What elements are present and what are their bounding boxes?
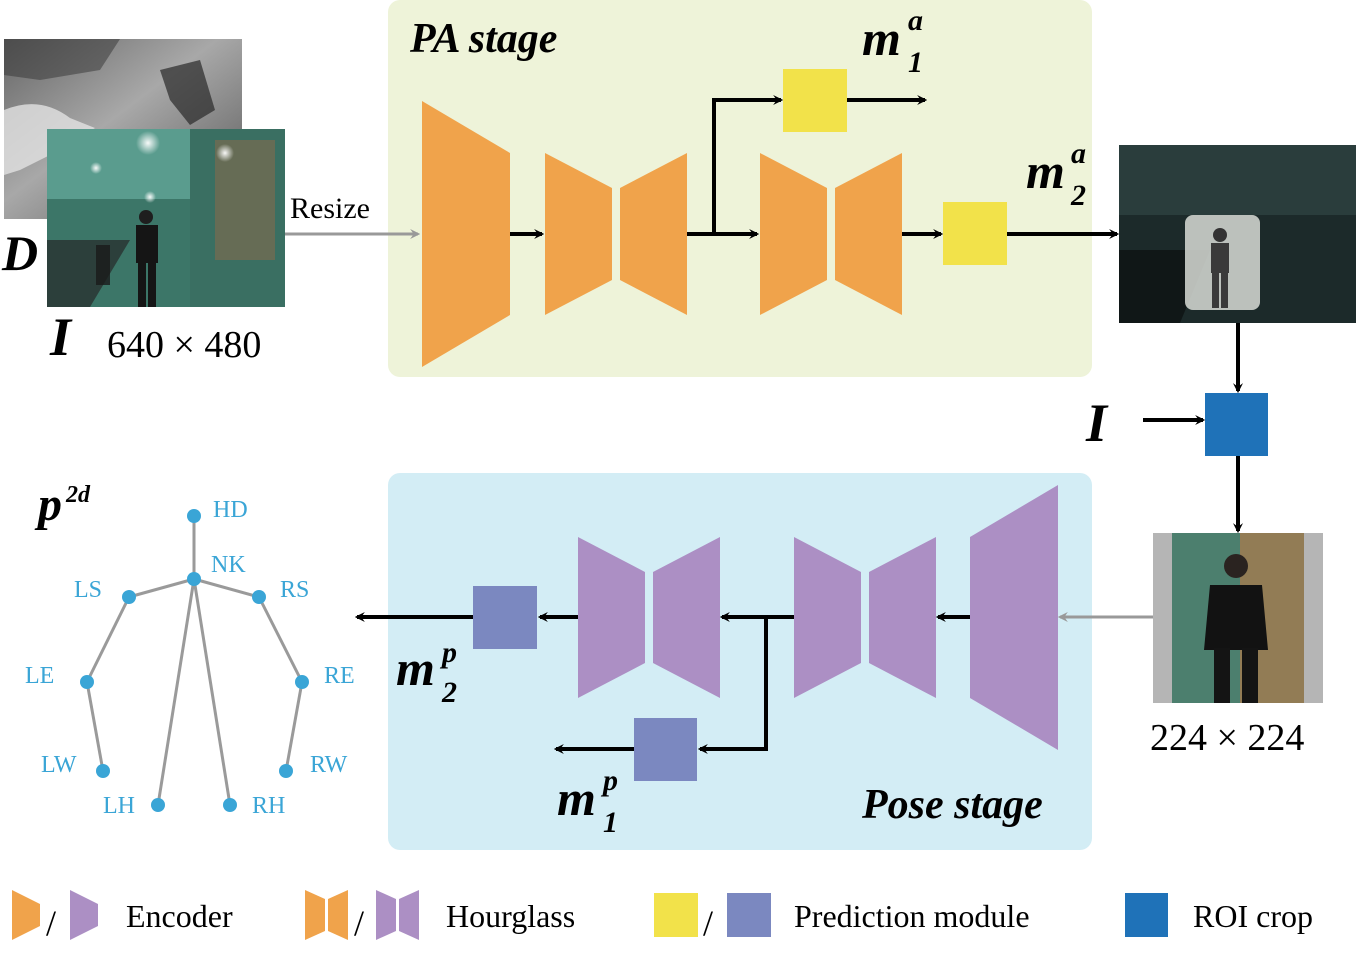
legend-hourglass-orange-right — [328, 890, 348, 940]
legend-hourglass-orange-left — [305, 890, 325, 940]
svg-text:p: p — [439, 636, 457, 669]
pa-stage-title: PA stage — [409, 16, 557, 62]
legend-hourglass-purple-left — [376, 890, 396, 940]
svg-text:1: 1 — [603, 806, 618, 839]
joint-label-rh: RH — [252, 793, 285, 819]
skeleton-joints — [80, 509, 309, 812]
p2d-label: p 2d — [34, 478, 91, 531]
legend-encoder-purple — [70, 890, 98, 940]
joint-lh — [151, 798, 165, 812]
svg-text:/: / — [703, 903, 713, 943]
joint-label-lw: LW — [41, 752, 77, 778]
joint-label-le: LE — [25, 663, 54, 689]
attention-map-image — [1119, 145, 1356, 323]
joint-ls — [122, 590, 136, 604]
joint-re — [295, 675, 309, 689]
skeleton-joint-labels: HD NK LS RS LE RE LW RW LH RH — [25, 497, 355, 819]
svg-text:2d: 2d — [65, 482, 91, 508]
joint-rh — [223, 798, 237, 812]
pose-prediction-module-1 — [634, 718, 697, 781]
legend-encoder-orange — [12, 890, 40, 940]
skeleton-bones — [85, 516, 304, 806]
svg-text:2: 2 — [441, 676, 457, 709]
input-size-label: 640 × 480 — [107, 324, 261, 366]
joint-label-ls: LS — [74, 577, 102, 603]
svg-text:p: p — [600, 764, 618, 797]
cropped-person-image — [1153, 533, 1323, 703]
svg-text:m: m — [396, 640, 435, 696]
image-roi-label: I — [1085, 393, 1109, 453]
pa-prediction-module-2 — [943, 202, 1007, 265]
pa-hourglass-1 — [545, 153, 687, 315]
legend-roi-label: ROI crop — [1193, 898, 1313, 934]
svg-text:a: a — [908, 4, 923, 37]
legend-prediction-blue — [727, 893, 771, 937]
joint-rs — [252, 590, 266, 604]
joint-le — [80, 675, 94, 689]
image-label: I — [49, 307, 73, 367]
svg-text:m: m — [862, 10, 901, 66]
depth-label: D — [1, 225, 38, 281]
svg-text:2: 2 — [1070, 179, 1086, 212]
joint-label-hd: HD — [213, 497, 248, 523]
joint-lw — [96, 764, 110, 778]
joint-label-re: RE — [324, 663, 355, 689]
crop-size-label: 224 × 224 — [1150, 717, 1304, 759]
m1a-label: m a 1 — [862, 4, 923, 79]
m2a-label: m a 2 — [1026, 137, 1086, 212]
roi-crop-module — [1205, 393, 1268, 456]
svg-text:1: 1 — [908, 46, 923, 79]
legend: / Encoder / Hourglass / Prediction modul… — [12, 890, 1313, 943]
pose-encoder — [970, 485, 1058, 750]
joint-label-nk: NK — [211, 552, 246, 578]
pa-hourglass-2 — [760, 153, 902, 315]
resize-label: Resize — [290, 192, 370, 225]
pose-stage-title: Pose stage — [861, 782, 1043, 828]
rgb-image — [47, 129, 285, 307]
joint-nk — [187, 572, 201, 586]
m2p-label: m p 2 — [396, 636, 457, 709]
legend-roi-crop — [1125, 893, 1168, 937]
joint-rw — [279, 764, 293, 778]
legend-hourglass-label: Hourglass — [446, 898, 575, 934]
legend-prediction-label: Prediction module — [794, 898, 1030, 934]
svg-text:m: m — [1026, 143, 1065, 199]
pose-hourglass-1 — [794, 537, 936, 698]
joint-hd — [187, 509, 201, 523]
pose-prediction-module-2 — [473, 586, 537, 649]
pa-encoder — [422, 101, 510, 367]
pose-hourglass-2 — [578, 537, 720, 698]
svg-text:/: / — [354, 903, 364, 943]
m1p-label: m p 1 — [557, 764, 618, 839]
legend-encoder-label: Encoder — [126, 898, 233, 934]
svg-text:p: p — [34, 478, 62, 531]
pa-branch-arrow — [712, 95, 784, 234]
svg-text:a: a — [1071, 137, 1086, 170]
joint-label-rw: RW — [310, 752, 348, 778]
joint-label-lh: LH — [103, 793, 135, 819]
pa-prediction-module-1 — [783, 69, 847, 132]
svg-text:m: m — [557, 770, 596, 826]
legend-hourglass-purple-right — [399, 890, 419, 940]
svg-text:/: / — [46, 903, 56, 943]
joint-label-rs: RS — [280, 577, 309, 603]
pose-branch-arrow — [697, 617, 768, 754]
legend-prediction-yellow — [654, 893, 698, 937]
